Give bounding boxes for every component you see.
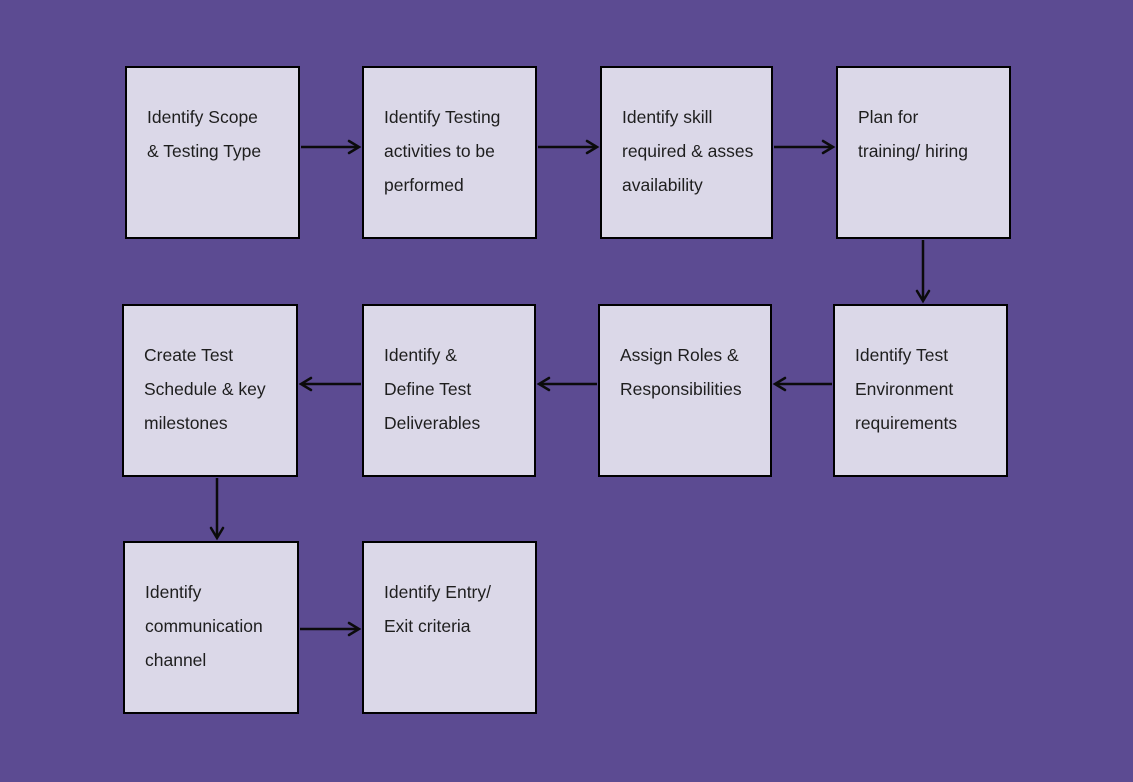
flow-node-identify-scope: Identify Scope & Testing Type [125,66,300,239]
flow-node-identify-communication: Identify communication channel [123,541,299,714]
flow-node-label: Identify Test Environment requirements [855,345,958,433]
flow-node-label: Identify & Define Test Deliverables [384,345,481,433]
flow-node-label: Identify Entry/ Exit criteria [384,582,491,636]
flow-node-label: Plan for training/ hiring [858,107,968,161]
flow-node-identify-skill: Identify skill required & asses availabi… [600,66,773,239]
flow-node-create-schedule: Create Test Schedule & key milestones [122,304,298,477]
flow-node-assign-roles: Assign Roles & Responsibilities [598,304,772,477]
flow-node-label: Create Test Schedule & key milestones [144,345,266,433]
flow-node-label: Assign Roles & Responsibilities [620,345,742,399]
flow-node-label: Identify Scope & Testing Type [147,107,262,161]
flow-node-plan-training: Plan for training/ hiring [836,66,1011,239]
flow-node-label: Identify skill required & asses availabi… [622,107,754,195]
flow-node-label: Identify communication channel [145,582,263,670]
flow-node-define-deliverables: Identify & Define Test Deliverables [362,304,536,477]
flow-node-identify-activities: Identify Testing activities to be perfor… [362,66,537,239]
flow-node-identify-criteria: Identify Entry/ Exit criteria [362,541,537,714]
flow-node-label: Identify Testing activities to be perfor… [384,107,501,195]
flow-node-identify-environment: Identify Test Environment requirements [833,304,1008,477]
